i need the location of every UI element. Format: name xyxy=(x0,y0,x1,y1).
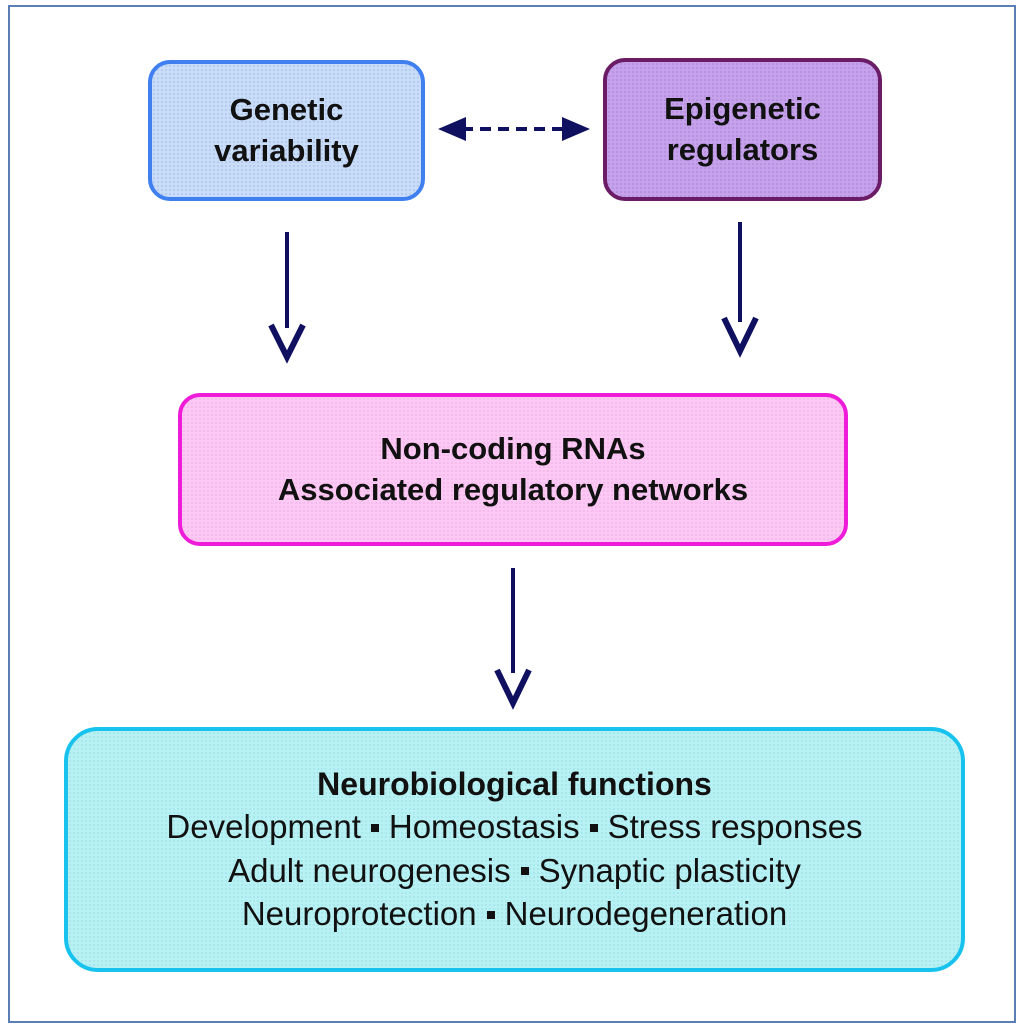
neuro-item-synaptic-plasticity: Synaptic plasticity xyxy=(538,851,801,889)
neuro-item-development: Development xyxy=(166,808,361,846)
epigenetic-regulators-box: Epigenetic regulators xyxy=(603,58,882,201)
epigenetic-line-2: regulators xyxy=(666,131,819,167)
ncrna-line-1: Non-coding RNAs xyxy=(380,430,646,466)
non-coding-rnas-box: Non-coding RNAs Associated regulatory ne… xyxy=(178,393,848,546)
neuro-row-2: Adult neurogenesis Synaptic plasticity xyxy=(228,849,801,893)
neuro-item-adult-neurogenesis: Adult neurogenesis xyxy=(228,851,511,889)
neuro-row-1: Development Homeostasis Stress responses xyxy=(166,805,862,849)
neuro-item-neuroprotection: Neuroprotection xyxy=(241,895,477,933)
epigenetic-line-1: Epigenetic xyxy=(664,90,821,126)
neurobiological-functions-box: Neurobiological functions Development Hom… xyxy=(64,727,965,972)
bullet-separator xyxy=(486,910,495,919)
neuro-item-stress-responses: Stress responses xyxy=(607,808,863,846)
genetic-variability-box: Genetic variability xyxy=(148,60,425,201)
ncrna-line-2: Associated regulatory networks xyxy=(277,471,749,507)
genetic-line-2: variability xyxy=(214,132,359,168)
bullet-separator xyxy=(370,823,379,832)
neuro-heading: Neurobiological functions xyxy=(317,766,712,803)
neuro-row-3: Neuroprotection Neurodegeneration xyxy=(242,892,787,936)
neuro-item-neurodegeneration: Neurodegeneration xyxy=(504,895,788,933)
genetic-line-1: Genetic xyxy=(229,91,344,127)
bullet-separator xyxy=(589,823,598,832)
bullet-separator xyxy=(520,867,529,876)
neuro-item-homeostasis: Homeostasis xyxy=(388,808,580,846)
